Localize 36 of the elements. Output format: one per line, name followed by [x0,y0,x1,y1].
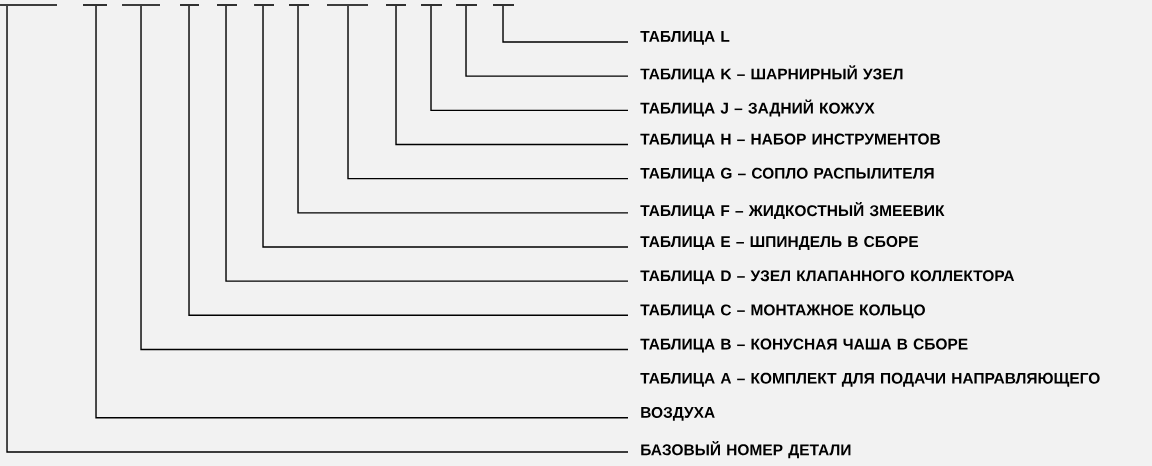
blank-line [456,4,477,6]
part-label: ТАБЛИЦА K – ШАРНИРНЫЙ УЗЕЛ [640,65,903,83]
blank-line [493,4,514,6]
part-label: ТАБЛИЦА F – ЖИДКОСТНЫЙ ЗМЕЕВИК [640,201,945,220]
blank-line [289,4,309,6]
blank-line [0,4,57,6]
leader-line [262,5,629,248]
leader-line [6,5,629,453]
blank-line [386,4,406,6]
blank-line [122,4,160,6]
leader-line [188,5,629,316]
part-label: ТАБЛИЦА A – КОМПЛЕКТ ДЛЯ ПОДАЧИ НАПРАВЛЯЮЩЕГО ВОЗДУХА [640,372,1100,421]
part-label: ТАБЛИЦА B – КОНУСНАЯ ЧАША В СБОРЕ [640,338,968,353]
part-label: ТАБЛИЦА H – НАБОР ИНСТРУМЕНТОВ [640,133,941,148]
leader-line [502,5,629,43]
part-label: ТАБЛИЦА L [640,31,730,45]
leader-line [465,5,629,77]
part-label: ТАБЛИЦА D – УЗЕЛ КЛАПАННОГО КОЛЛЕКТОРА [640,270,1015,285]
blank-line [254,4,274,6]
blank-line [327,4,368,6]
blank-line [83,4,107,6]
part-label: ТАБЛИЦА C – МОНТАЖНОЕ КОЛЬЦО [640,304,925,319]
part-label: ТАБЛИЦА E – ШПИНДЕЛЬ В СБОРЕ [640,236,919,251]
part-label: ТАБЛИЦА J – ЗАДНИЙ КОЖУХ [640,99,875,117]
blank-line [180,4,199,6]
blank-line [217,4,237,6]
leader-line [225,5,629,282]
leader-line [430,5,629,112]
blank-line [421,4,442,6]
part-label: БАЗОВЫЙ НОМЕР ДЕТАЛИ [641,441,851,459]
leader-line [140,5,629,351]
leader-line [297,5,629,214]
leader-line [395,5,629,146]
leader-line [347,5,629,180]
leader-line [95,5,629,419]
part-label: ТАБЛИЦА G – СОПЛО РАСПЫЛИТЕЛЯ [640,167,934,182]
